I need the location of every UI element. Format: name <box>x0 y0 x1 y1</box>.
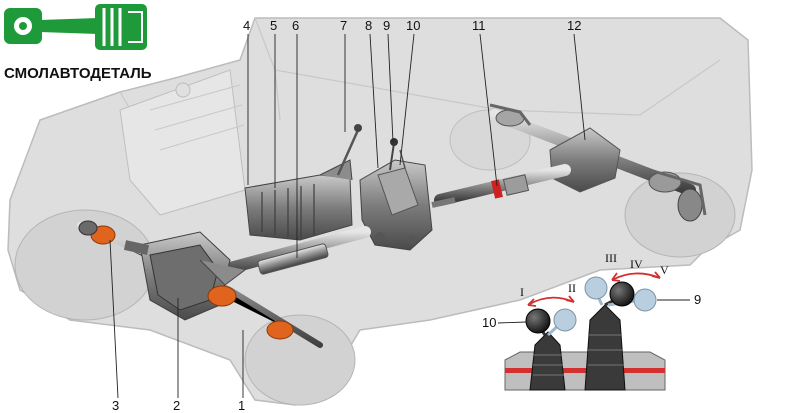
lever-inset: I II III IV V 10 9 <box>482 251 701 391</box>
callout-4: 4 <box>243 18 250 33</box>
callout-11: 11 <box>472 18 486 33</box>
brand-logo: СМОЛАВТОДЕТАЛЬ <box>4 4 152 82</box>
leader-lines <box>109 33 586 399</box>
callout-6: 6 <box>292 18 299 33</box>
callout-2: 2 <box>173 398 180 413</box>
callouts-top: 4 5 6 7 8 9 10 11 12 <box>243 18 581 33</box>
gearbox <box>244 124 362 241</box>
rear-propeller-shaft <box>434 164 571 206</box>
callout-5: 5 <box>270 18 277 33</box>
gear-label-3: III <box>605 251 617 265</box>
inset-callout-9: 9 <box>694 292 701 307</box>
callout-8: 8 <box>365 18 372 33</box>
rear-axle <box>489 103 707 222</box>
callouts-bottom: 3 2 1 <box>112 398 245 413</box>
callout-12: 12 <box>567 18 581 33</box>
piston-conrod-logo-icon <box>4 4 147 50</box>
front-propeller-shaft <box>209 197 456 278</box>
callout-10: 10 <box>406 18 420 33</box>
callout-1: 1 <box>238 398 245 413</box>
gear-label-2: II <box>568 281 576 295</box>
callout-9: 9 <box>383 18 390 33</box>
callout-3: 3 <box>112 398 119 413</box>
inset-callout-10: 10 <box>482 315 496 330</box>
gear-label-5: V <box>660 263 669 277</box>
cv-boots <box>78 220 294 340</box>
transfer-case <box>359 138 433 251</box>
callout-7: 7 <box>340 18 347 33</box>
gear-label-1: I <box>520 285 524 299</box>
gear-label-4: IV <box>630 257 643 271</box>
brand-name: СМОЛАВТОДЕТАЛЬ <box>4 65 152 82</box>
